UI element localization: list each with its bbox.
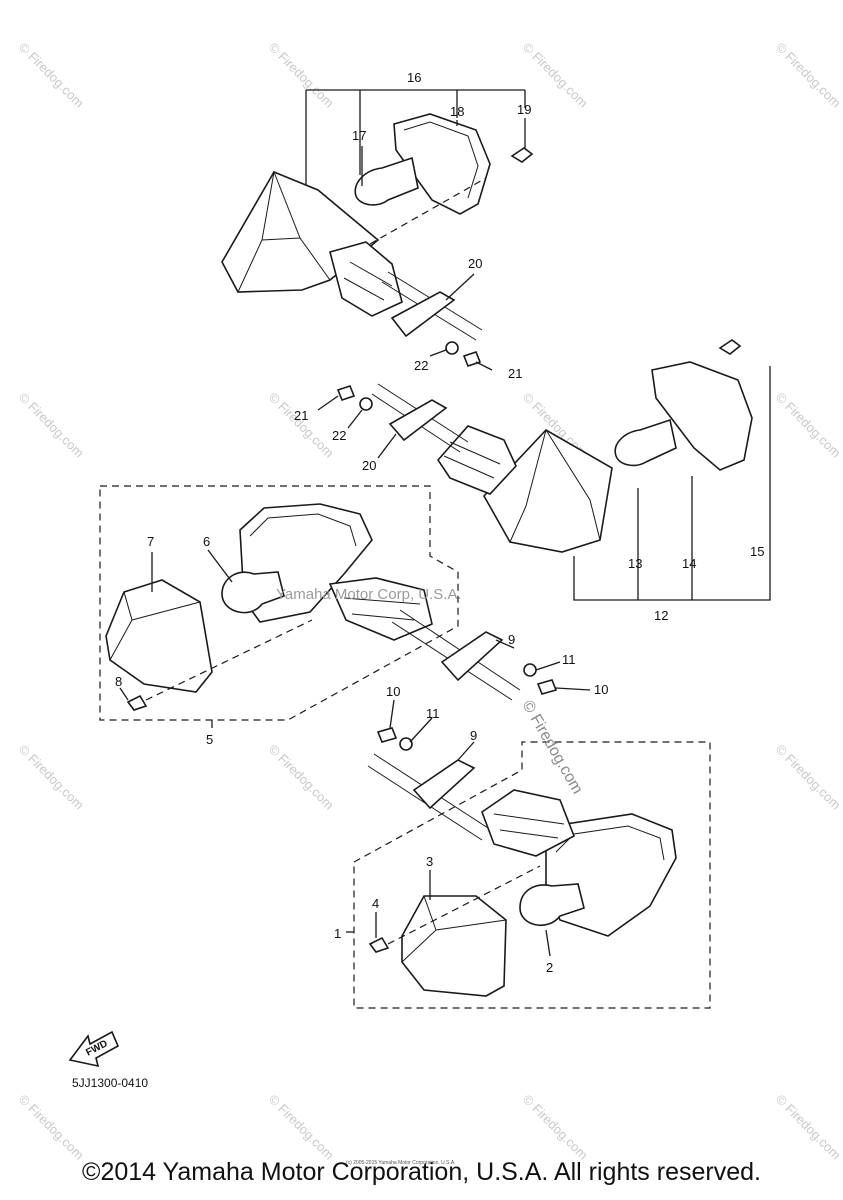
screw-8	[126, 694, 148, 711]
callout-20b: 20	[362, 458, 376, 473]
callout-18: 18	[450, 104, 464, 119]
callout-6: 6	[203, 534, 210, 549]
callout-9b: 9	[470, 728, 477, 743]
turn-signal-assembly-rear-left	[221, 89, 534, 367]
screw-21	[462, 351, 482, 367]
callout-numbers: 16 18 19 17 20 22 21 21 22 20 13 14 15 1…	[115, 70, 764, 975]
watermark-tile: © Firedog.com	[266, 390, 337, 461]
watermark-tile: © Firedog.com	[16, 1092, 87, 1163]
screw-10	[536, 679, 558, 695]
turn-signal-assembly-rear-right	[336, 339, 771, 601]
screw-21	[336, 385, 356, 401]
callout-12: 12	[654, 608, 668, 623]
plate-20	[388, 399, 448, 442]
reference-code: 5JJ1300-0410	[72, 1076, 149, 1090]
callout-11: 11	[562, 652, 576, 667]
callout-8: 8	[115, 674, 122, 689]
bulb-6	[221, 571, 285, 614]
screw-19	[510, 147, 534, 163]
watermark-tile: © Firedog.com	[16, 390, 87, 461]
plate-9	[440, 631, 504, 682]
callout-20: 20	[468, 256, 482, 271]
watermark-tile: © Firedog.com	[266, 742, 337, 813]
callout-16: 16	[407, 70, 421, 85]
lens-14	[651, 361, 753, 471]
callout-13: 13	[628, 556, 642, 571]
watermark-tile: © Firedog.com	[773, 1092, 843, 1163]
callout-5: 5	[206, 732, 213, 747]
nut-11	[523, 663, 537, 677]
nut-11	[399, 737, 413, 751]
turn-signal-assembly-front-right	[353, 727, 711, 1009]
callout-21b: 21	[294, 408, 308, 423]
nut-22	[445, 341, 459, 355]
callout-4: 4	[372, 896, 379, 911]
callout-1: 1	[334, 926, 341, 941]
callout-7: 7	[147, 534, 154, 549]
nut-22	[359, 397, 373, 411]
bulb-2	[519, 883, 585, 926]
callout-19: 19	[517, 102, 531, 117]
callout-11b: 11	[426, 706, 440, 721]
tiny-copyright: (c) 2005-2015 Yamaha Motor Corporation, …	[346, 1160, 456, 1166]
watermark-tile: © Firedog.com	[266, 40, 337, 111]
callout-3: 3	[426, 854, 433, 869]
bulb-17	[354, 156, 419, 206]
callout-22: 22	[414, 358, 428, 373]
bulb-13	[614, 418, 677, 467]
callout-10: 10	[594, 682, 608, 697]
plate-9	[412, 759, 476, 810]
side-watermark: © Firedog.com	[519, 698, 586, 798]
fwd-arrow-icon: FWD	[68, 1030, 120, 1068]
callout-10b: 10	[386, 684, 400, 699]
plate-20	[390, 291, 456, 338]
lens-3	[401, 895, 507, 997]
watermark-tile: © Firedog.com	[520, 1092, 591, 1163]
callout-17: 17	[352, 128, 366, 143]
callout-2: 2	[546, 960, 553, 975]
watermark-tile: © Firedog.com	[773, 40, 843, 111]
callout-22b: 22	[332, 428, 346, 443]
screw-10	[376, 727, 398, 743]
watermark-tile: © Firedog.com	[773, 390, 843, 461]
screw-4	[368, 936, 390, 953]
turn-signal-assembly-front-left	[99, 485, 558, 721]
watermark-tile: © Firedog.com	[773, 742, 843, 813]
boundary-5	[99, 485, 459, 721]
callout-21: 21	[508, 366, 522, 381]
center-watermark: Yamaha Motor Corp, U.S.A.	[276, 586, 462, 603]
callout-14: 14	[682, 556, 696, 571]
watermark-tile: © Firedog.com	[520, 40, 591, 111]
watermark-tile: © Firedog.com	[16, 40, 87, 111]
screw-15	[718, 339, 742, 355]
leader-lines	[119, 118, 591, 957]
watermark-tile: © Firedog.com	[16, 742, 87, 813]
callout-15: 15	[750, 544, 764, 559]
copyright-notice: ©2014 Yamaha Motor Corporation, U.S.A. A…	[82, 1158, 761, 1186]
callout-9: 9	[508, 632, 515, 647]
watermark-tile: © Firedog.com	[266, 1092, 337, 1163]
lens-7	[105, 579, 213, 693]
